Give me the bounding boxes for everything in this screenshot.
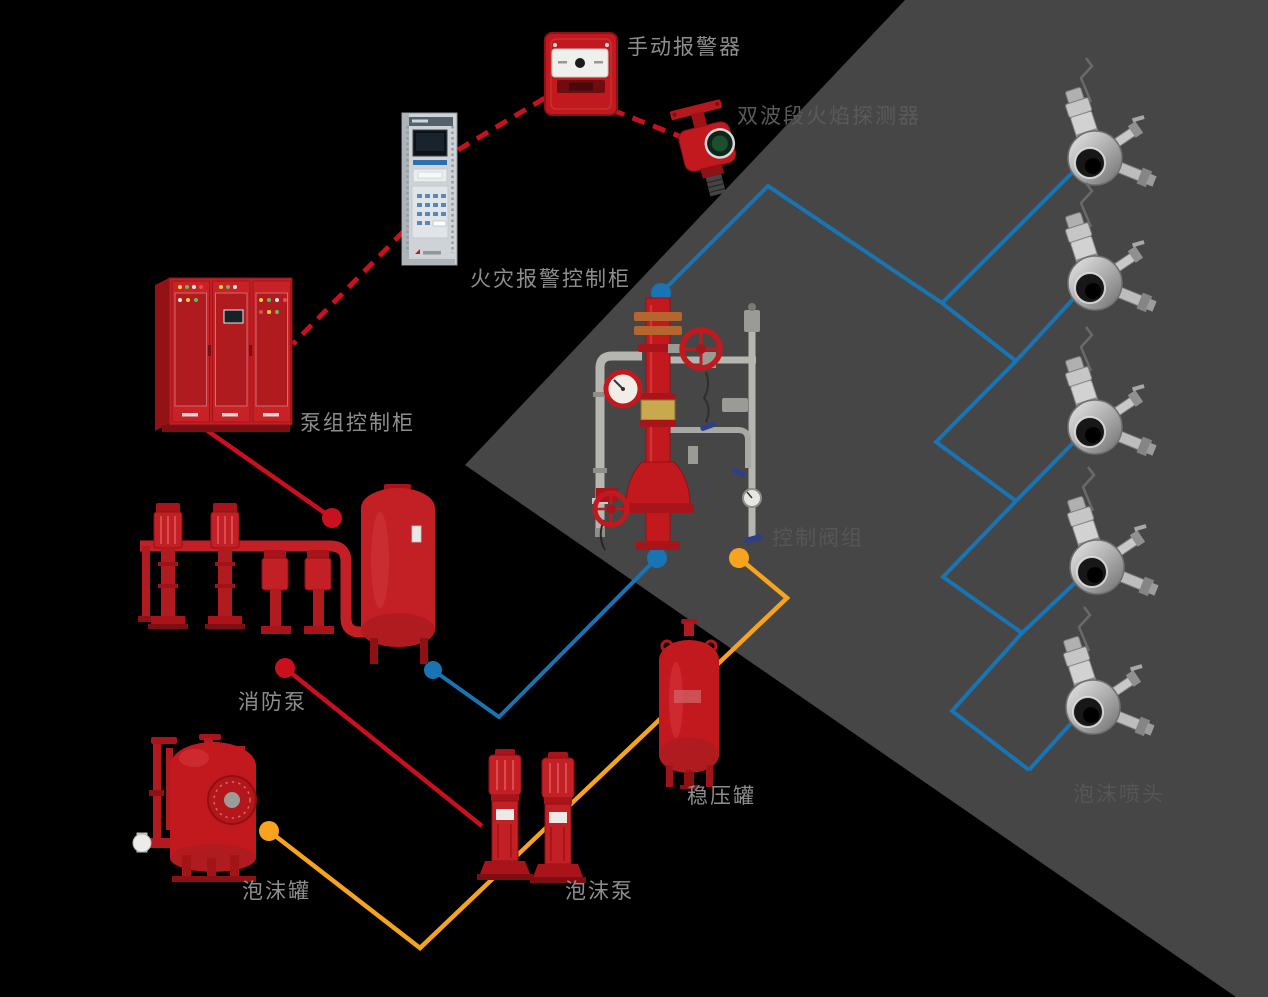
node-red-fire-pump [322,508,342,528]
node-orange-valve [729,548,749,568]
pump-control-cabinet-device [155,277,293,432]
sprinkler-branch-4 [1020,579,1079,635]
sprinkler-branch-1 [940,166,1079,305]
node-orange-foam-tank [259,821,279,841]
line-cabinet-to-manual-alarm [456,95,547,153]
line-cabinet-to-pump-cabinet [291,229,406,346]
foam-pipeline-orange [267,556,791,951]
sprinkler-branch-5 [1027,719,1075,772]
line-pump-cabinet-to-fire-pump [203,427,334,520]
label-control-valve-group: 控制阀组 [772,527,864,550]
flame-detector-device [670,99,737,197]
label-manual-alarm: 手动报警器 [627,36,742,59]
foam-tank-device [132,734,257,882]
foam-pump-device [477,749,586,883]
label-fire-pump: 消防泵 [238,691,307,714]
label-fire-alarm-cabinet: 火灾报警控制柜 [470,268,631,291]
line-fire-pump-to-foam-pump [283,666,484,828]
label-pressure-tank: 稳压罐 [687,785,756,808]
label-flame-detector: 双波段火焰探测器 [737,105,921,128]
node-blue-fire-pump [424,661,442,679]
manual-alarm-device [544,32,618,116]
pressure-tank-device [659,619,719,789]
sprinkler-branch-2 [1014,295,1077,363]
label-pump-control-cabinet: 泵组控制柜 [300,412,415,435]
label-foam-tank: 泡沫罐 [242,880,311,903]
fire-pump-device [138,484,435,664]
background-panel [465,0,1268,997]
node-red-fire-pump-out [275,658,295,678]
label-foam-sprinkler: 泡沫喷头 [1073,783,1165,806]
control-valve-group-device [592,297,763,551]
pump-control-solid-lines [203,427,484,828]
label-foam-pump: 泡沫泵 [565,880,634,903]
node-blue-valve-inlet [647,548,667,568]
line-fire-pump-to-valve-group [431,556,659,720]
water-pipeline-blue [431,166,1079,772]
fire-alarm-cabinet-device [401,112,458,266]
sprinkler-trunk-line [659,183,1031,772]
sprinkler-branch-3 [1014,439,1077,503]
line-foam-tank-to-valve-group [267,556,791,951]
